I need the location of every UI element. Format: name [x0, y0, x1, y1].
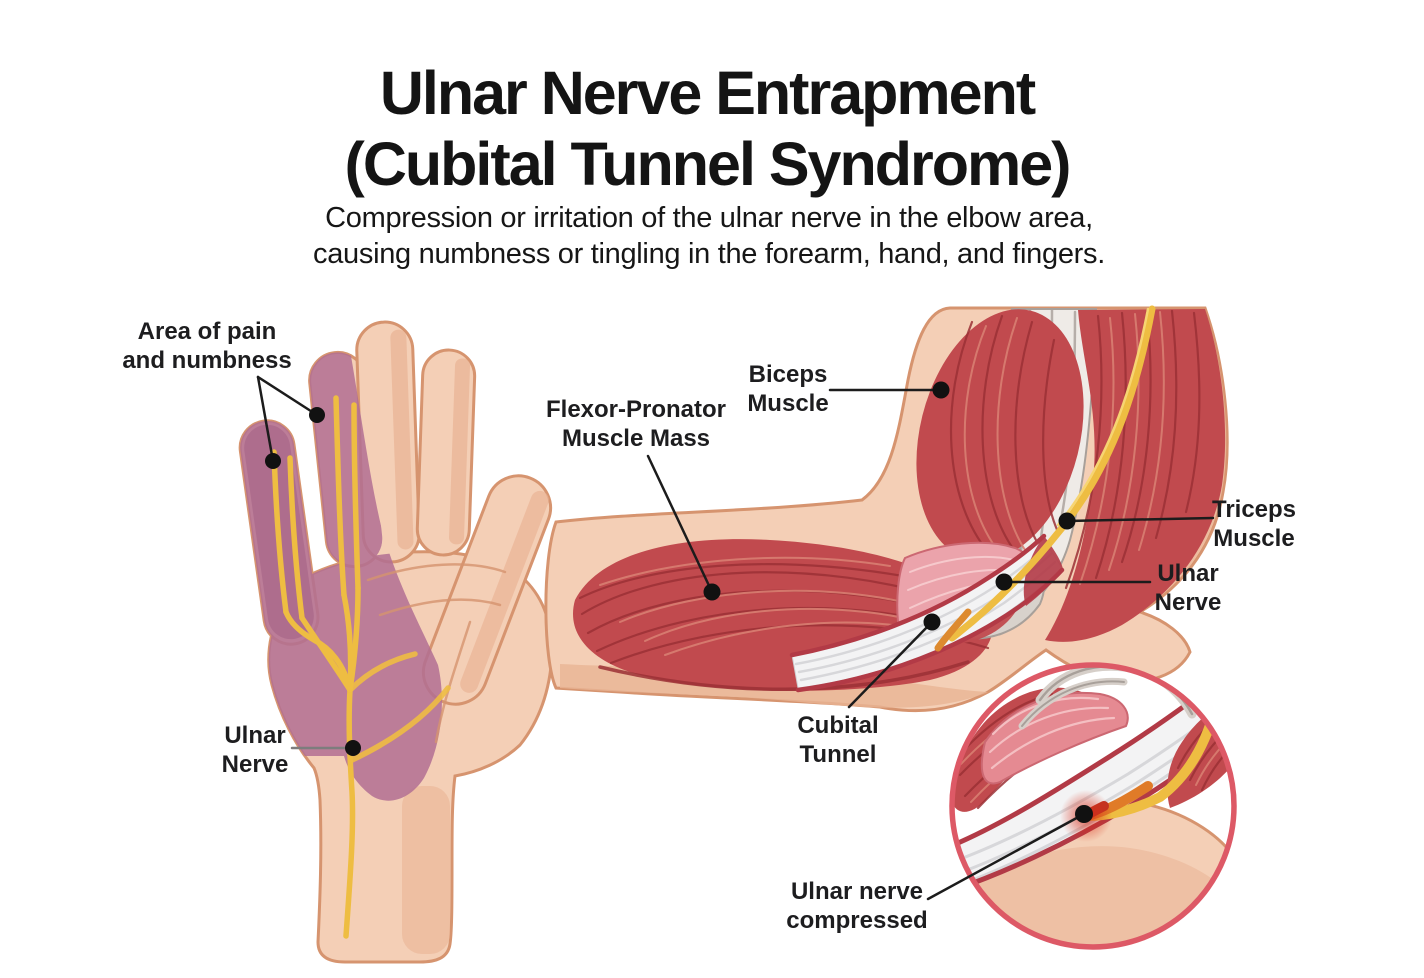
label-ulnar-nerve-elbow: Ulnar Nerve — [1154, 560, 1222, 616]
title-line2: (Cubital Tunnel Syndrome) — [344, 130, 1072, 198]
dot-ulnar-nerve-hand — [345, 740, 361, 756]
ulnar-nerve-hand-path — [271, 395, 451, 939]
label-cubital-tunnel: Cubital Tunnel — [797, 712, 879, 768]
dot-cubital-tunnel — [923, 613, 941, 631]
dot-flexor-pronator — [703, 583, 721, 601]
dot-ulnar-nerve-elbow — [995, 573, 1013, 591]
title-line1: Ulnar Nerve Entrapment — [379, 59, 1036, 127]
leader-area-of-pain-2 — [256, 375, 319, 417]
leader-dots — [265, 381, 1093, 823]
forearm-shade — [402, 786, 450, 954]
pain-area-overlay — [236, 349, 442, 801]
leader-area-of-pain-1 — [256, 375, 275, 463]
leader-ulnar-nerve-compressed — [926, 812, 1086, 901]
page-subtitle: Compression or irritation of the ulnar n… — [313, 200, 1105, 272]
dot-ulnar-nerve-compressed — [1075, 805, 1093, 823]
leader-lines — [256, 375, 1215, 901]
hand-illustration — [236, 320, 554, 964]
label-ulnar-nerve-compressed: Ulnar nerve compressed — [786, 878, 928, 934]
palm-creases — [366, 563, 507, 744]
middle-finger-shade — [390, 329, 414, 550]
subtitle-line2: causing numbness or tingling in the fore… — [313, 238, 1105, 270]
inset-circle-border — [949, 662, 1237, 950]
leader-cubital-tunnel — [847, 620, 934, 709]
dot-ring — [309, 407, 325, 423]
dot-pinky — [265, 453, 281, 469]
arm-illustration — [544, 305, 1229, 713]
label-flexor-pronator: Flexor-Pronator Muscle Mass — [545, 396, 727, 452]
cubital-tunnel-band — [789, 533, 1065, 693]
page-title: Ulnar Nerve Entrapment (Cubital Tunnel S… — [344, 58, 1072, 200]
label-triceps-muscle: Triceps Muscle — [1211, 496, 1297, 552]
index-finger-shade — [449, 358, 471, 545]
triceps-muscle — [1045, 309, 1226, 642]
inset-magnified-view — [949, 662, 1237, 950]
dot-triceps — [1058, 512, 1076, 530]
dot-biceps — [932, 381, 950, 399]
thumb-shade — [460, 490, 549, 693]
leader-triceps — [1065, 516, 1215, 523]
label-area-of-pain: Area of pain and numbness — [122, 318, 292, 374]
subtitle-line1: Compression or irritation of the ulnar n… — [325, 202, 1093, 234]
label-ulnar-nerve-hand: Ulnar Nerve — [221, 722, 289, 778]
leader-flexor-pronator — [646, 454, 714, 594]
label-biceps-muscle: Biceps Muscle — [747, 361, 829, 417]
